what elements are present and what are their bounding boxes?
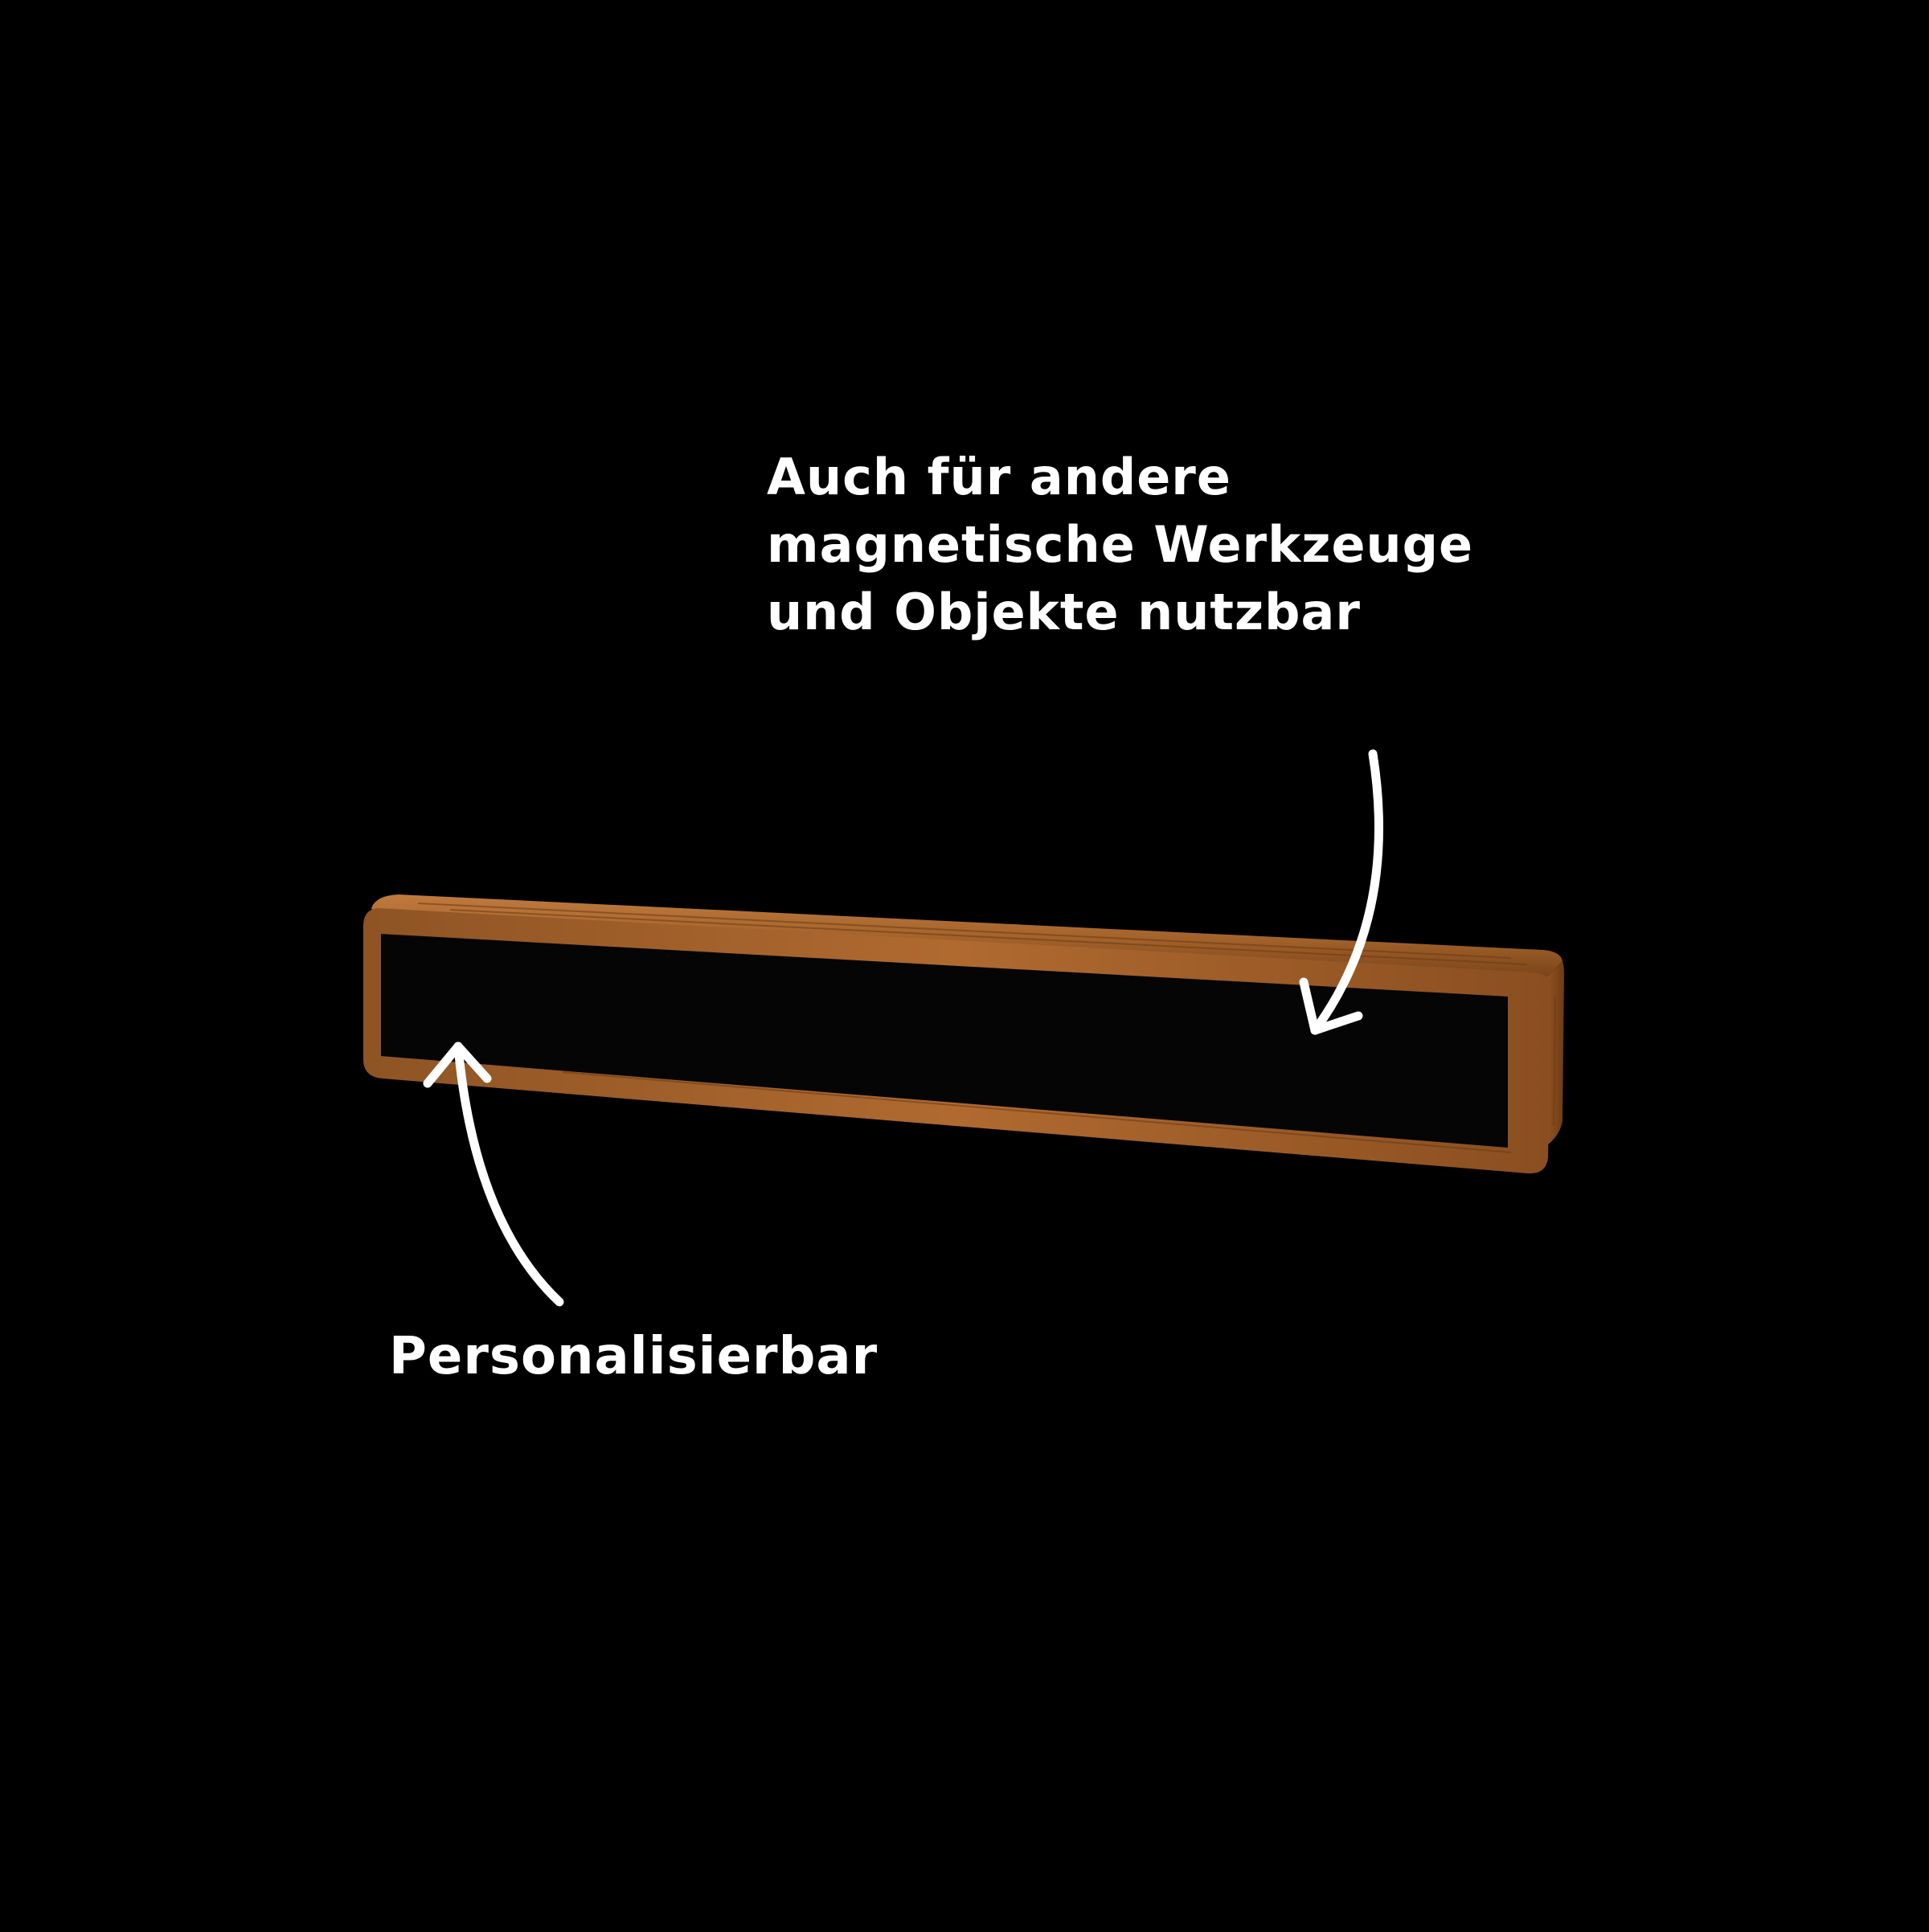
curved-arrow-down-left-icon: [1299, 749, 1383, 1035]
caption-line: Auch für andere: [767, 448, 1231, 506]
curved-arrow-up-icon: [423, 1042, 564, 1307]
wooden-magnet-bar: [363, 894, 1564, 1174]
bar-black-panel: [381, 934, 1508, 1148]
feature-caption-personalizable: Personalisierbar: [389, 1327, 878, 1386]
caption-line: magnetische Werkzeuge: [767, 515, 1474, 574]
feature-caption-magnetic-tools: Auch für andere magnetische Werkzeuge un…: [767, 444, 1571, 646]
caption-line: und Objekte nutzbar: [767, 583, 1361, 641]
